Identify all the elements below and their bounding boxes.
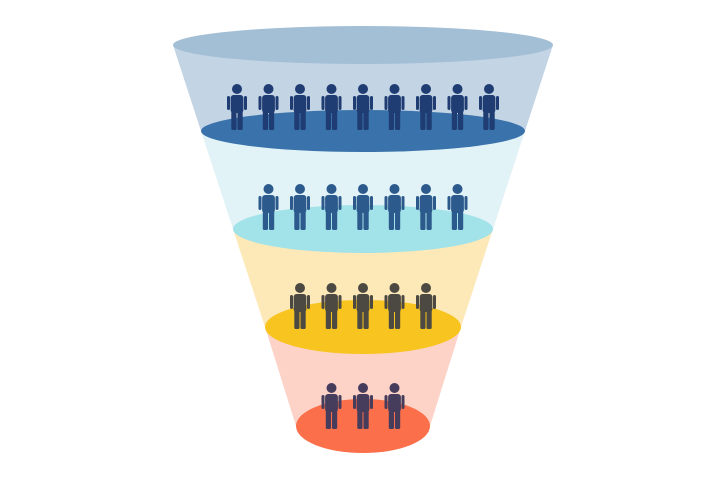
funnel-band-2 [201,131,525,229]
funnel-rim [173,26,553,64]
funnel-rim-ellipse [173,26,553,64]
funnel-disc-1 [201,110,525,152]
funnel-band-4 [265,327,461,426]
funnel-disc-3 [265,300,461,354]
